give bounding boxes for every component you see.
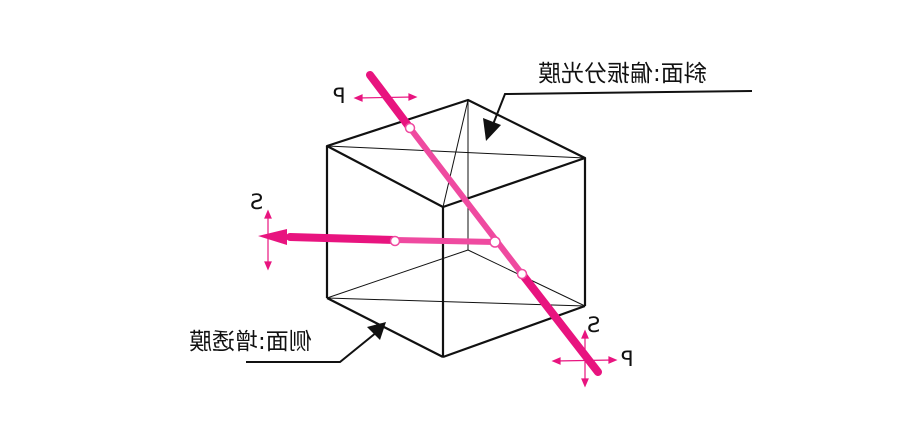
- s-polarization-bottom-arrow: [581, 329, 589, 388]
- diagonal-callout-arrowhead: [483, 118, 501, 141]
- light-beams: [258, 71, 602, 376]
- side-callout-arrowhead: [367, 322, 386, 340]
- exit-point-bottom: [516, 268, 528, 280]
- s-label-bottom: S: [587, 313, 600, 337]
- callout-side: [246, 322, 386, 363]
- side-callout-leader: [246, 331, 378, 363]
- transmitted-beam: [518, 270, 602, 376]
- polarization-marks: [264, 93, 618, 388]
- cube-outline: [325, 98, 587, 359]
- cube-bottom-left-edge: [326, 297, 444, 358]
- top-face-diagonal-b: [326, 145, 586, 159]
- p-label-top: P: [333, 84, 346, 108]
- p-polarization-top-arrow: [353, 93, 418, 102]
- p-polarization-bottom-arrow: [551, 356, 618, 365]
- s-label-left: S: [250, 190, 263, 214]
- incident-beam-inside: [407, 125, 525, 277]
- side-face-label: 侧面:增透膜: [189, 329, 312, 355]
- diagonal-face-label: 斜面:偏振分光膜: [538, 61, 707, 87]
- reflected-beam-inside: [392, 237, 498, 245]
- reflected-beam-outside: [286, 233, 399, 244]
- reflected-beam-arrowhead: [258, 229, 287, 245]
- top-face-diagonal-a: [442, 99, 469, 208]
- s-polarization-left-arrow: [264, 209, 272, 271]
- cube-bottom-right-edge: [442, 304, 586, 359]
- diagonal-callout-leader: [491, 90, 753, 128]
- callout-diagonal: [483, 90, 753, 141]
- p-label-bottom: P: [621, 347, 634, 371]
- entry-point-top: [404, 122, 416, 134]
- split-point: [489, 236, 501, 248]
- exit-point-left: [389, 235, 401, 247]
- cube-hidden-bottom-edge-left: [326, 249, 469, 299]
- incident-beam-outside-top: [366, 71, 414, 132]
